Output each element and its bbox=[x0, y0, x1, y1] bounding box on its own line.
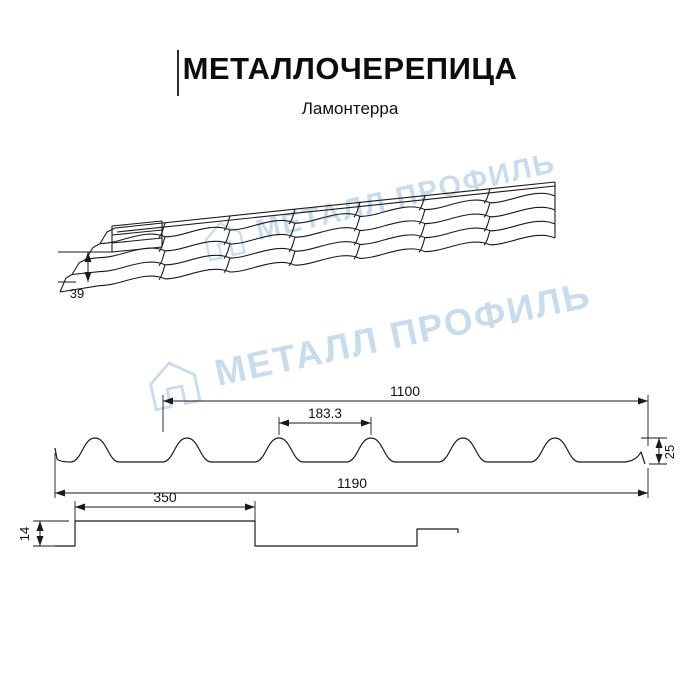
dim-1100-label: 1100 bbox=[390, 383, 420, 399]
dim-25-witness-lines bbox=[641, 437, 667, 465]
wave-profile bbox=[54, 437, 646, 465]
tile-sheet-3d bbox=[59, 181, 556, 293]
dim-39-label: 39 bbox=[70, 286, 84, 301]
dim-39: 39 bbox=[58, 251, 113, 301]
profile-dimensions: 1100 183.3 25 1190 bbox=[54, 383, 677, 498]
dim-14-label: 14 bbox=[17, 527, 32, 541]
dim-14-witness-lines bbox=[33, 520, 69, 547]
tile-rows bbox=[59, 192, 556, 293]
metall-profil-logo-icon bbox=[204, 221, 246, 262]
tile-columns bbox=[158, 188, 491, 280]
sheet-top-edge bbox=[114, 181, 556, 233]
step-section bbox=[55, 520, 459, 547]
step-dimensions: 350 14 bbox=[17, 489, 256, 547]
step-profile bbox=[55, 520, 459, 547]
dim-25-label: 25 bbox=[662, 445, 677, 459]
profile-section bbox=[54, 437, 646, 465]
page-title: МЕТАЛЛОЧЕРЕПИЦА bbox=[182, 51, 518, 86]
dim-1190-label: 1190 bbox=[337, 475, 367, 491]
dim-1100-witness-lines bbox=[162, 395, 649, 446]
page-subtitle: Ламонтерра bbox=[301, 99, 399, 118]
title-divider bbox=[177, 50, 179, 96]
dim-183-label: 183.3 bbox=[308, 406, 342, 421]
dim-350-label: 350 bbox=[153, 489, 177, 505]
ridge-cap-piece bbox=[111, 220, 163, 253]
watermark: МЕТАЛЛ ПРОФИЛЬ bbox=[198, 143, 560, 264]
